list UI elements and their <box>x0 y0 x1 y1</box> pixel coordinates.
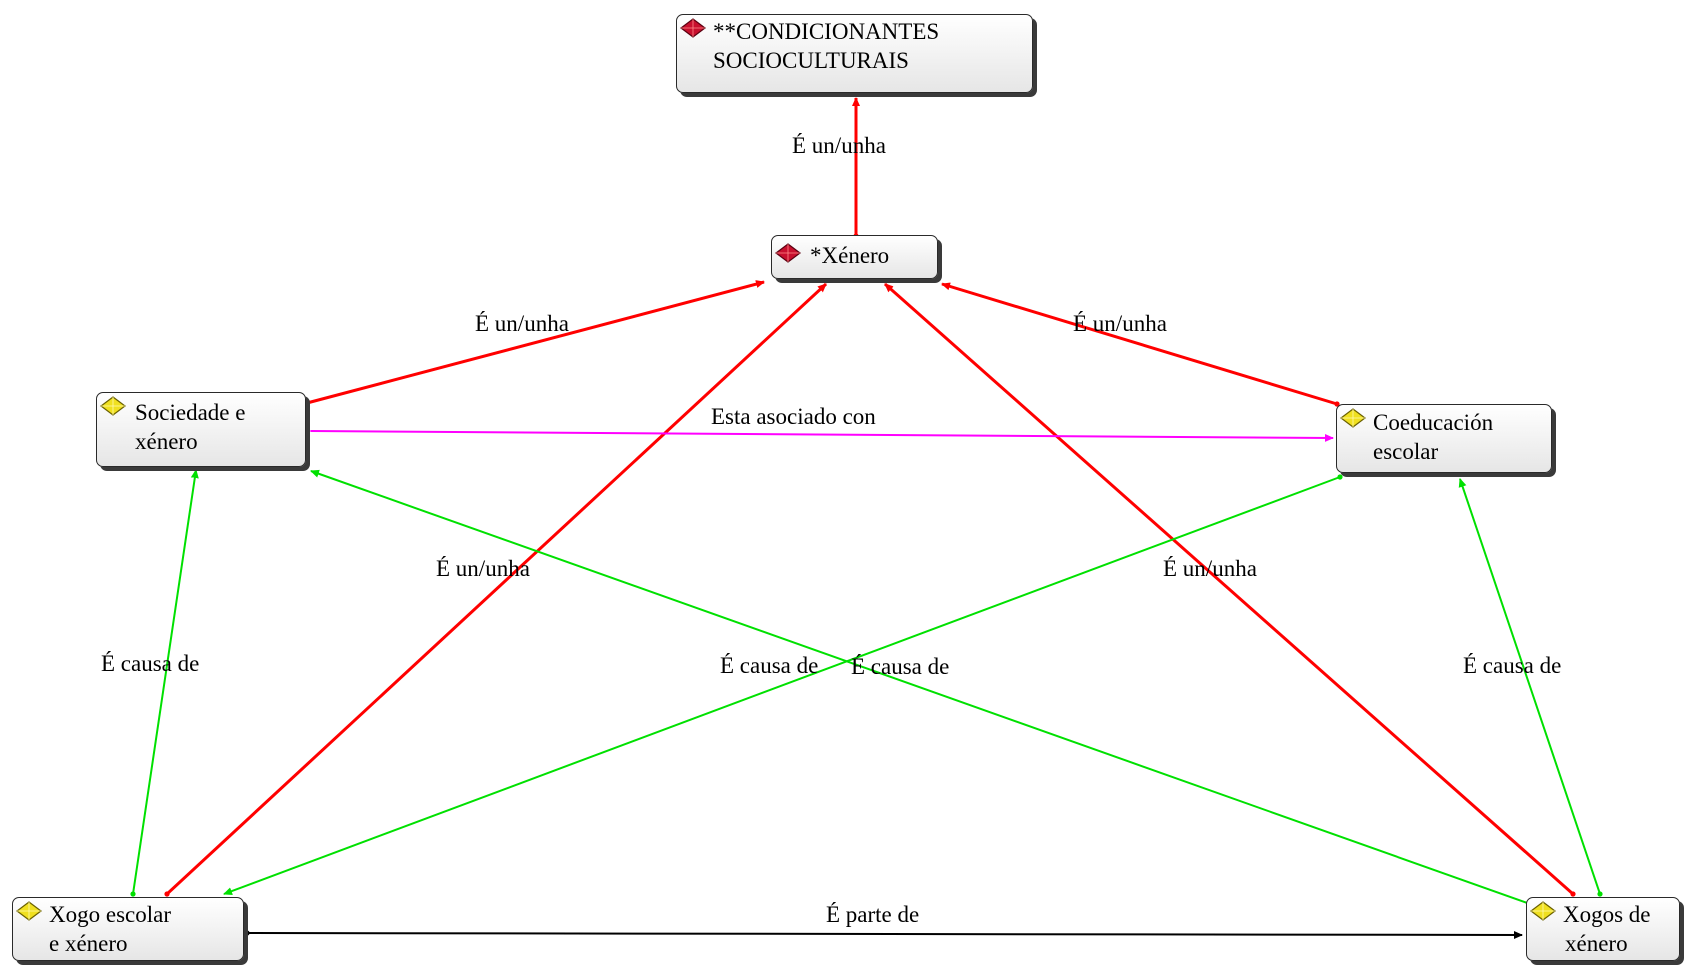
edge-xogos-xenero-to-sociedade <box>310 469 1533 907</box>
edge-sociedade-coeducacion <box>302 426 1334 442</box>
node-coeducacion-escolar[interactable]: Coeducación escolar <box>1336 404 1552 473</box>
yellow-gem-icon <box>16 901 42 921</box>
edge-label-xogo-escolar-to-sociedade: É causa de <box>101 651 200 676</box>
node-label-line2: SOCIOCULTURAIS <box>713 48 909 73</box>
edge-label-xenero-to-condicionantes: É un/unha <box>792 133 886 158</box>
node-label-line2: xénero <box>1565 931 1628 956</box>
node-label-line1: Coeducación <box>1373 410 1494 435</box>
edge-xogo-escolar-to-xogos-xenero <box>244 930 1523 939</box>
node-label-line2: e xénero <box>49 931 128 956</box>
node-xogos-de-xenero[interactable]: Xogos de xénero <box>1526 897 1680 961</box>
edge-label-xogo-escolar-to-xenero: É un/unha <box>436 556 530 581</box>
yellow-gem-icon <box>1340 408 1366 428</box>
edge-label-xogos-xenero-to-coeducacion: É causa de <box>1463 653 1562 678</box>
edge-label-xogos-xenero-to-xenero: É un/unha <box>1163 556 1257 581</box>
edge-label-xogo-escolar-to-coeducacion: É causa de <box>720 653 819 678</box>
node-sociedade-e-xenero[interactable]: Sociedade e xénero <box>96 392 306 467</box>
edge-label-coeducacion-to-xenero: É un/unha <box>1073 311 1167 336</box>
edge-xogos-xenero-to-coeducacion <box>1458 478 1603 897</box>
edge-xogo-escolar-to-sociedade <box>130 469 199 897</box>
edge-xogo-escolar-to-xenero <box>164 282 828 897</box>
node-label-line1: **CONDICIONANTES <box>713 19 940 44</box>
node-label-line1: *Xénero <box>810 243 890 268</box>
node-condicionantes-socioculturais[interactable]: **CONDICIONANTES SOCIOCULTURAIS <box>676 14 1033 93</box>
node-xogo-escolar-e-xenero[interactable]: Xogo escolar e xénero <box>12 897 244 961</box>
edge-label-sociedade-coeducacion: Esta asociado con <box>711 404 876 429</box>
red-gem-icon <box>775 243 801 263</box>
edge-label-xogo-escolar-to-xogos-xenero: É parte de <box>826 902 920 927</box>
yellow-gem-icon <box>1530 901 1556 921</box>
edge-label-xogos-xenero-to-sociedade: É causa de <box>851 654 950 679</box>
yellow-gem-icon <box>100 396 126 416</box>
node-label-line1: Xogos de <box>1563 902 1651 927</box>
node-label-line2: escolar <box>1373 439 1439 464</box>
edge-xogos-xenero-to-xenero <box>884 282 1576 897</box>
edge-label-sociedade-to-xenero: É un/unha <box>475 311 569 336</box>
node-label-line2: xénero <box>135 429 198 454</box>
edge-sociedade-to-xenero <box>304 280 765 406</box>
node-label-line1: Sociedade e <box>135 400 246 425</box>
node-xenero[interactable]: *Xénero <box>771 235 938 279</box>
red-gem-icon <box>680 18 706 38</box>
node-label-line1: Xogo escolar <box>49 902 171 927</box>
